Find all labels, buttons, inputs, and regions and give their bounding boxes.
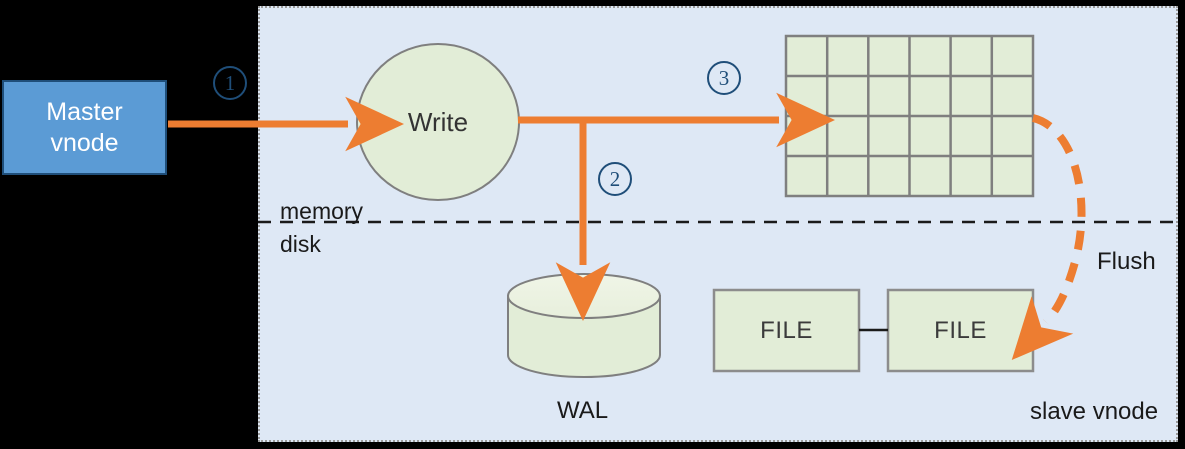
wal-label: WAL	[557, 397, 609, 424]
step-number-1: 1	[213, 66, 247, 100]
slave-vnode-label: slave vnode	[1030, 398, 1159, 425]
memory-label: memory	[280, 198, 364, 224]
master-vnode-line-1: Master	[46, 98, 123, 126]
step-number-3: 3	[707, 61, 741, 95]
master-vnode-line-2: vnode	[50, 128, 119, 157]
file-box-1-label: FILE	[760, 316, 813, 344]
step-number-2: 2	[598, 162, 632, 196]
file-box-2-label: FILE	[934, 316, 987, 344]
disk-label: disk	[280, 231, 321, 257]
flush-label: Flush	[1097, 248, 1156, 275]
master-vnode-box: Master vnode	[2, 80, 167, 175]
write-node-label: Write	[407, 107, 469, 137]
